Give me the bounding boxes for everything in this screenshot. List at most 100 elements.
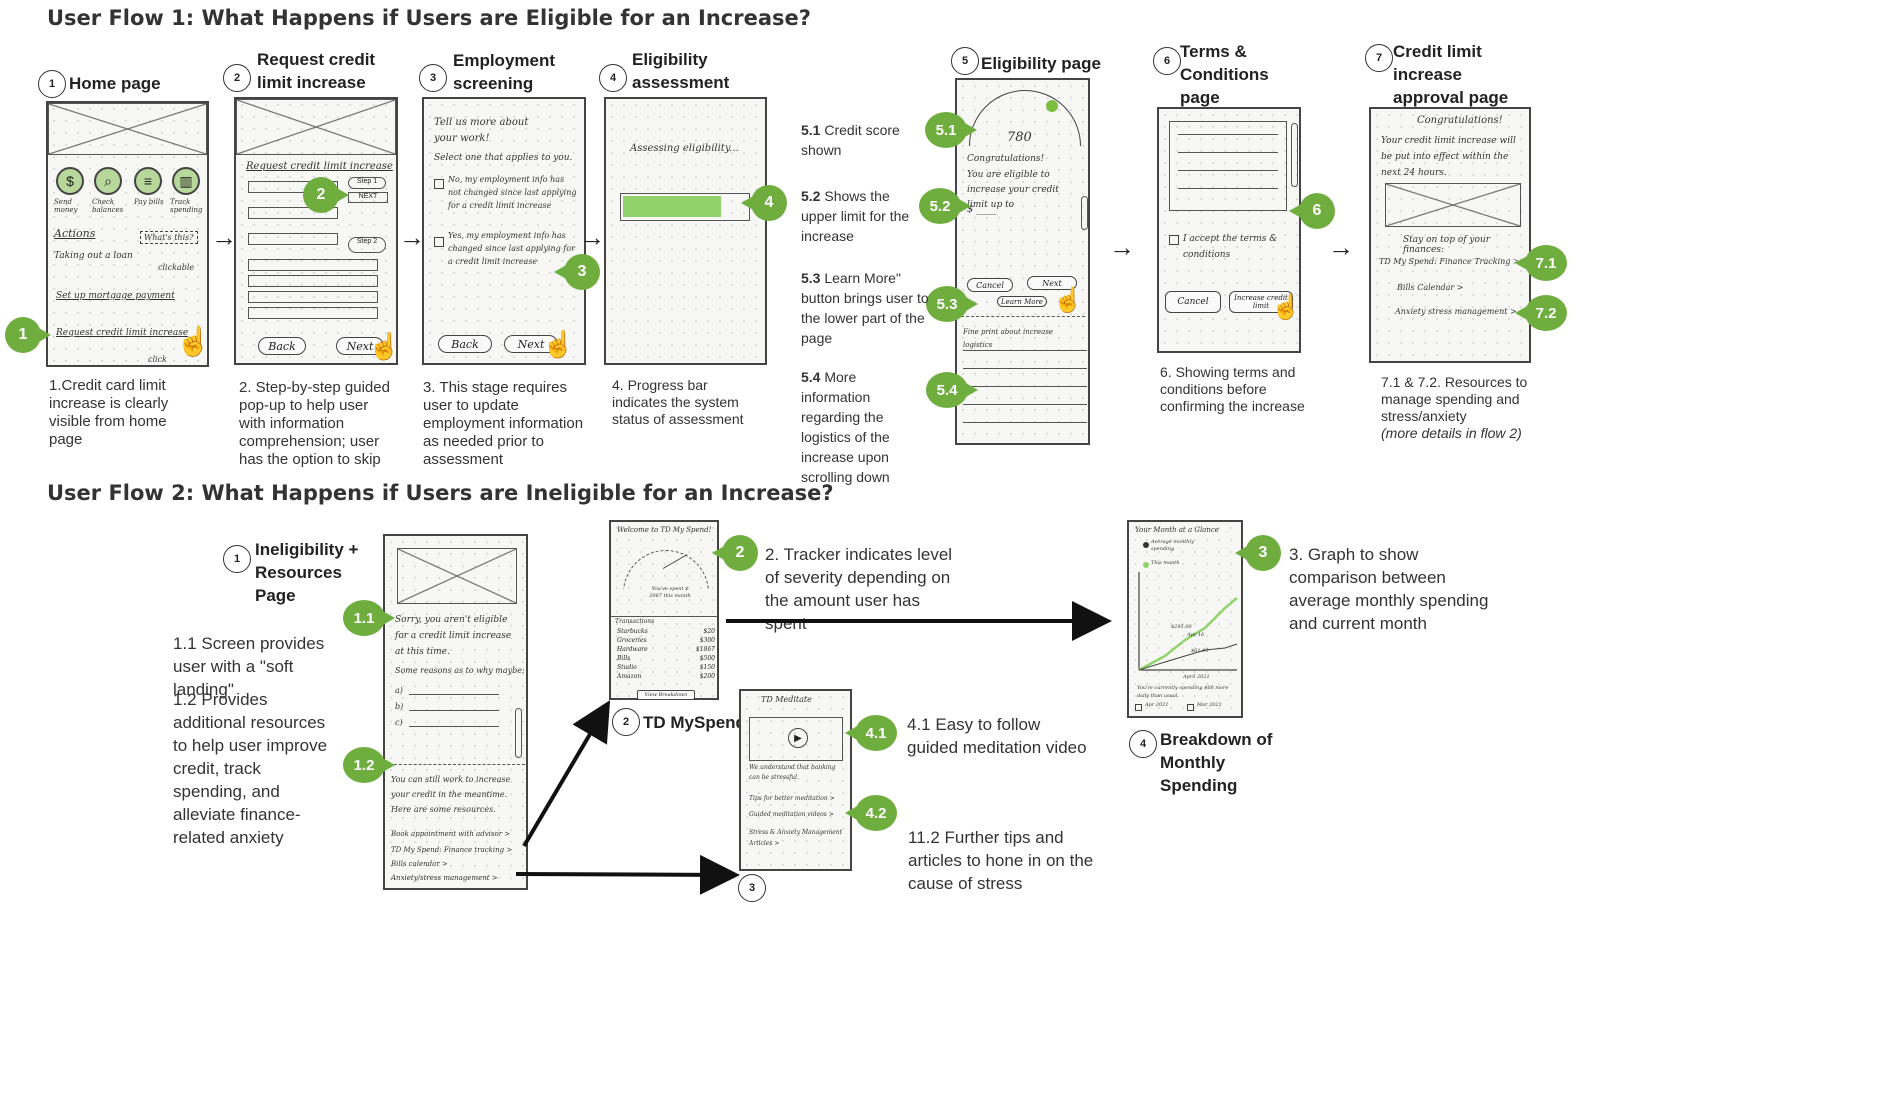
bill-icon: ≡ <box>134 167 162 195</box>
hand-cursor-icon: ☝ <box>542 329 575 359</box>
video-placeholder[interactable]: ▶ <box>749 717 843 761</box>
checkbox-no[interactable] <box>434 179 444 189</box>
whats-this-tooltip[interactable]: What's this? <box>140 231 198 244</box>
scrollbar[interactable] <box>515 708 522 758</box>
text-line <box>1178 170 1278 171</box>
callout-badge: 1.2 <box>343 747 395 783</box>
transaction-name: Hardware <box>617 646 648 653</box>
transaction-name: Bills <box>617 655 631 662</box>
caption-step-1: 1.Credit card limit increase is clearly … <box>49 377 169 448</box>
glance-page-sketch: Your Month at a Glance Average monthly s… <box>1127 520 1243 718</box>
mar-label: Mar 2021 <box>1197 702 1222 708</box>
step-number: 1 <box>38 70 66 98</box>
transaction-name: Groceries <box>617 637 647 644</box>
next-button[interactable]: Next <box>1027 276 1077 290</box>
transaction-amount: $300 <box>699 637 715 644</box>
caption-step-3: 3. This stage requires user to update em… <box>423 379 584 468</box>
understand-text: We understand that banking can be stress… <box>749 764 836 781</box>
scrollbar[interactable] <box>1081 196 1088 230</box>
callout-badge: 5.4 <box>926 372 978 408</box>
option-no-label: No, my employment info has not changed s… <box>448 175 577 210</box>
transaction-name: Starbucks <box>617 628 648 635</box>
caption-step-7: 7.1 & 7.2. Resources to manage spending … <box>1381 374 1528 441</box>
meditation-tips-link[interactable]: Tips for better meditation > <box>749 795 835 802</box>
option-yes-label: Yes, my employment info has changed sinc… <box>448 231 575 266</box>
spending-graph <box>1138 572 1238 672</box>
mar-checkbox[interactable] <box>1187 704 1194 711</box>
callout-badge: 4.2 <box>845 795 897 831</box>
field[interactable] <box>248 207 338 219</box>
loan-link[interactable]: Taking out a loan <box>54 251 133 261</box>
arrow-right-icon: → <box>211 222 237 252</box>
legend-this-marker <box>1143 562 1149 568</box>
sorry-text: Sorry, you aren't eligible for a credit … <box>395 615 512 657</box>
back-button[interactable]: Back <box>438 335 492 353</box>
next-button[interactable]: Next <box>336 337 384 355</box>
articles-link[interactable]: Stress & Anxiety Management Articles > <box>749 829 843 847</box>
text-line <box>963 386 1087 387</box>
note-4-1: 4.1 Easy to follow guided meditation vid… <box>907 715 1087 757</box>
view-breakdown-button[interactable]: View Breakdown <box>637 690 695 700</box>
callout-badge: 2 <box>303 177 349 213</box>
callout-badge: 5.3 <box>926 286 978 322</box>
play-icon[interactable]: ▶ <box>788 728 808 748</box>
reason-c: c) <box>395 718 403 727</box>
myspend-page-sketch: Welcome to TD My Spend! You've spent $ 2… <box>609 520 719 700</box>
resource-link-myspend[interactable]: TD My Spend: Finance tracking > <box>391 846 513 854</box>
assessing-text: Assessing eligibility... <box>630 143 739 154</box>
divider <box>389 764 525 765</box>
text-line <box>409 726 499 727</box>
home-page-sketch: $ ⌕ ≡ ▥ Send money Check balances Pay bi… <box>46 101 211 367</box>
step-number: 3 <box>419 64 447 92</box>
learn-more-button[interactable]: Learn More <box>997 296 1047 307</box>
glance-title: Your Month at a Glance <box>1135 526 1219 534</box>
note-4-2: 11.2 Further tips and articles to hone i… <box>908 828 1094 893</box>
accept-label: I accept the terms & conditions <box>1183 234 1278 260</box>
resource-link-anxiety[interactable]: Anxiety stress management > <box>1395 307 1517 316</box>
mortgage-link[interactable]: Set up mortgage payment <box>56 291 175 301</box>
text-line <box>1178 188 1278 189</box>
accept-checkbox[interactable] <box>1169 235 1179 245</box>
resource-link-spend[interactable]: TD My Spend: Finance Tracking > <box>1379 257 1520 266</box>
congrats-text: Congratulations! <box>967 154 1045 164</box>
next-button[interactable]: Next <box>504 335 558 353</box>
step-number: 6 <box>1153 47 1181 75</box>
arrow-right-icon: → <box>1109 232 1135 262</box>
callout-badge: 1.1 <box>343 600 395 636</box>
field[interactable] <box>248 275 378 287</box>
step-number: 3 <box>738 874 766 902</box>
field[interactable] <box>248 291 378 303</box>
hand-cursor-icon: ☝ <box>176 326 211 357</box>
resource-link-bills[interactable]: Bills Calendar > <box>1397 283 1464 292</box>
field[interactable] <box>248 307 378 319</box>
text-line <box>409 694 499 695</box>
callout-badge: 3 <box>554 254 600 290</box>
increase-limit-button[interactable]: Increase credit limit <box>1229 291 1293 313</box>
back-button[interactable]: Back <box>258 337 306 355</box>
guided-videos-link[interactable]: Guided meditation videos > <box>749 811 834 818</box>
terms-page-sketch: I accept the terms & conditions Cancel I… <box>1157 107 1301 353</box>
callout-badge: 5.1 <box>925 112 977 148</box>
resource-link-anxiety[interactable]: Anxiety/stress management > <box>391 874 498 882</box>
transaction-row: Groceries $300 <box>617 637 715 644</box>
field[interactable] <box>248 233 338 245</box>
cancel-button[interactable]: Cancel <box>967 278 1013 292</box>
icon-label: Check balances <box>92 198 124 214</box>
resource-link-advisor[interactable]: Book appointment with advisor > <box>391 830 511 838</box>
resource-link-bills[interactable]: Bills calendar > <box>391 860 448 868</box>
apr-checkbox[interactable] <box>1135 704 1142 711</box>
request-increase-link[interactable]: Request credit limit increase <box>56 328 189 338</box>
cancel-button[interactable]: Cancel <box>1165 291 1221 313</box>
transaction-amount: $150 <box>699 664 715 671</box>
actions-heading: Actions <box>54 227 96 240</box>
step-title-employment: Employment screening page <box>453 51 556 116</box>
request-header: Request credit limit increase <box>246 161 393 172</box>
field[interactable] <box>248 259 378 271</box>
arrow-right-icon: → <box>399 222 425 252</box>
icon-label: Track spending <box>170 198 203 214</box>
chart-icon: ▥ <box>172 167 200 195</box>
checkbox-yes[interactable] <box>434 237 444 247</box>
scrollbar[interactable] <box>1291 123 1298 187</box>
legend-avg: Average monthly spending <box>1151 539 1194 552</box>
hand-cursor-icon: ☝ <box>1053 287 1083 314</box>
